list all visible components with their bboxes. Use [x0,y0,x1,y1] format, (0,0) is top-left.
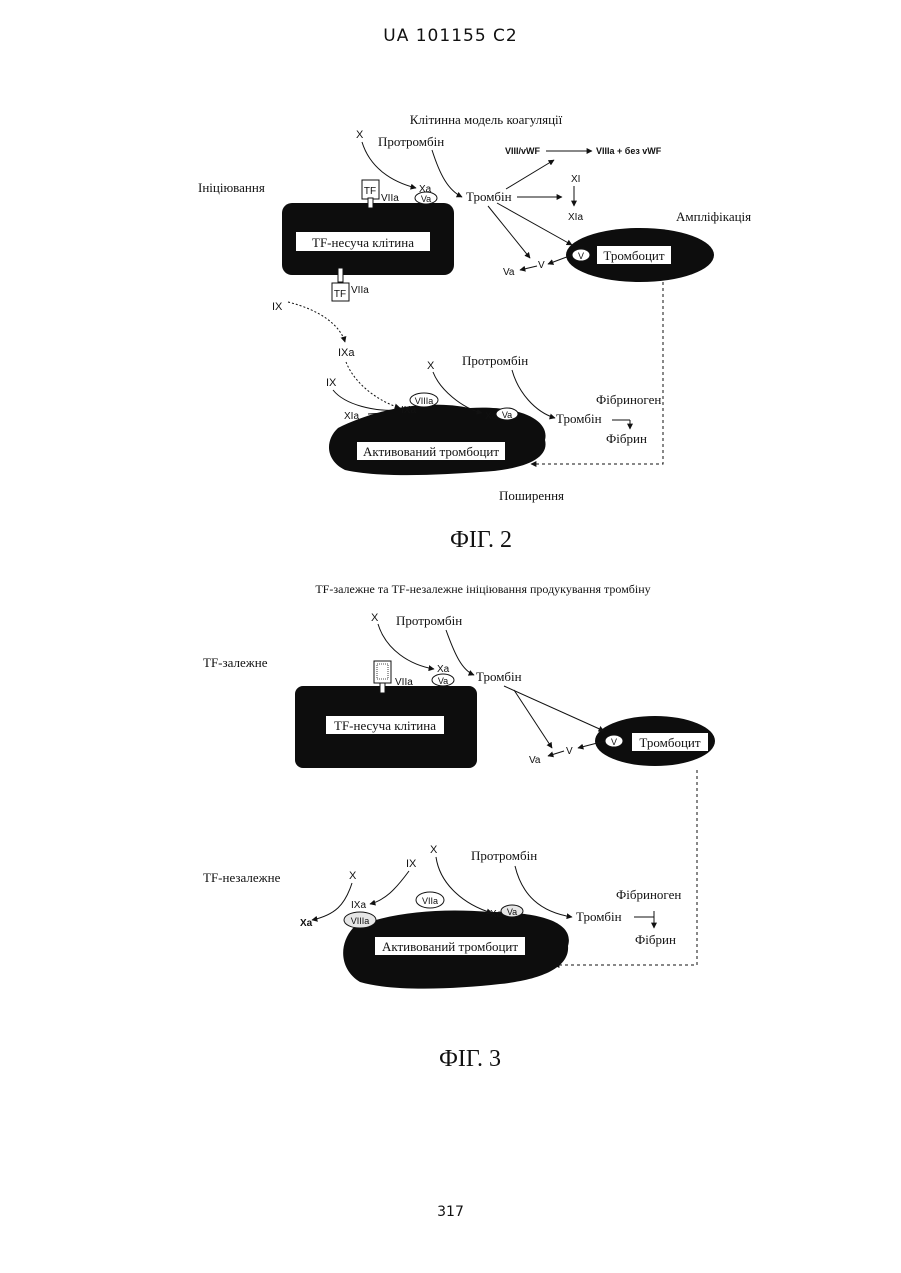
fig2-prothrombin2: Протромбін [462,353,528,368]
fig3-va2: Va [529,755,541,766]
fig2-prothrombin: Протромбін [378,134,444,149]
fig3-va: Va [438,676,448,686]
tf-receptor-bottom: TF [334,289,346,300]
fig3-xa: Xa [437,664,450,675]
fig3-prothrombin: Протромбін [396,613,462,628]
tf-cell-label: TF-несуча клітина [312,235,414,250]
fig3-thrombin2: Тромбін [576,909,622,924]
fig3-title: TF-залежне та TF-незалежне ініціювання п… [315,582,650,596]
fig2-ix: IX [272,301,283,313]
fig3-thrombin: Тромбін [476,669,522,684]
viiia-free: VIIIa + без vWF [596,146,662,156]
fig2-v-inner: V [578,251,584,261]
fig2-ix2: IX [326,377,337,389]
fig3-fibrinogen: Фібриноген [616,887,681,902]
fig2-x: X [356,129,364,141]
figure-2: Клітинна модель коагуляції TF-несуча клі… [198,112,751,553]
fig2-fibrin: Фібрин [606,431,647,446]
fig3-viiia: VIIIa [351,916,370,926]
activated-platelet-label-3: Активований тромбоцит [382,939,518,954]
figure-3: TF-залежне та TF-незалежне ініціювання п… [203,582,715,1072]
fig3-x2: X [430,844,438,856]
tf-dependent-label: TF-залежне [203,655,268,670]
viii-vwf: VIII/vWF [505,146,541,156]
activated-platelet-label: Активований тромбоцит [363,444,499,459]
page-number: 317 [0,1204,901,1220]
fig3-viia: VIIa [395,677,413,688]
fig3-ix: IX [406,858,417,870]
fig3-xa3: Xa [300,918,313,929]
fig3-viia2: VIIa [422,896,438,906]
phase-initiation: Ініціювання [198,180,265,195]
fig2-va2: Va [503,267,515,278]
fig3-fibrin: Фібрин [635,932,676,947]
fig2-thrombin2: Тромбін [556,411,602,426]
fig2-x2: X [427,360,435,372]
fig2-va3: Va [502,410,512,420]
fig3-prothrombin2: Протромбін [471,848,537,863]
fig2-fibrinogen: Фібриноген [596,392,661,407]
fig3-caption: ФІГ. 3 [439,1046,501,1072]
viia-bottom: VIIa [351,285,369,296]
fig2-title: Клітинна модель коагуляції [410,112,563,127]
fig3-x3: X [349,870,357,882]
phase-amplification: Ампліфікація [676,209,751,224]
tf-receptor-top: TF [364,186,376,197]
fig3-v: V [566,746,573,757]
fig2-va: Va [421,194,431,204]
platelet-label: Тромбоцит [603,248,664,263]
tf-cell-label-3: TF-несуча клітина [334,718,436,733]
tf-independent-label: TF-незалежне [203,870,281,885]
fig2-xi: XI [571,174,580,185]
fig3-x: X [371,612,379,624]
fig2-v: V [538,260,545,271]
fig3-va3: Va [507,907,517,917]
viia-top: VIIa [381,193,399,204]
fig3-ixa: IXa [351,900,366,911]
fig3-v-inner: V [611,737,617,747]
fig2-ixa: IXa [338,347,355,359]
fig2-xia: XIa [568,212,583,223]
fig2-caption: ФІГ. 2 [450,527,512,553]
platelet-label-3: Тромбоцит [639,735,700,750]
phase-propagation: Поширення [499,488,564,503]
fig2-viiia: VIIIa [415,396,434,406]
fig2-thrombin: Тромбін [466,189,512,204]
fig2-ixa2: IXa [401,405,416,416]
